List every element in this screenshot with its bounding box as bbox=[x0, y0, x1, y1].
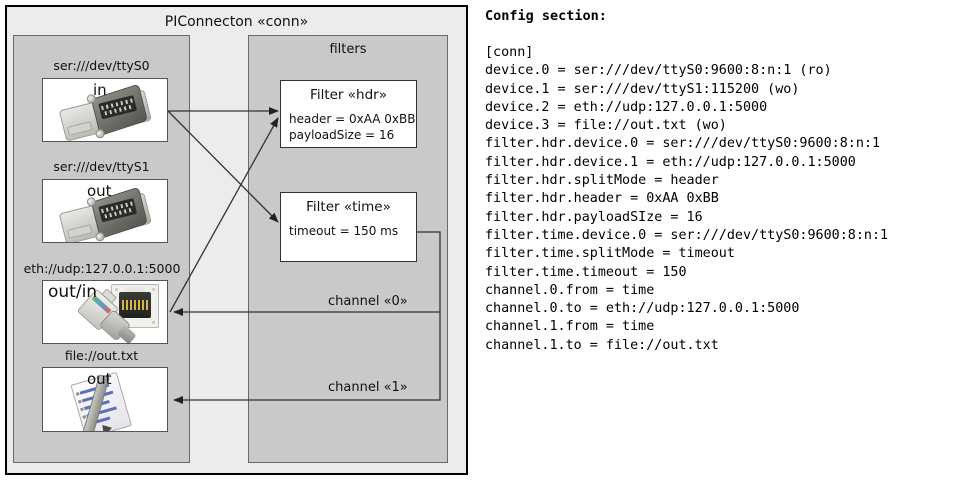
filter-box-time[interactable]: Filter «time» timeout = 150 ms bbox=[280, 192, 417, 262]
filters-panel-title: filters bbox=[329, 42, 367, 57]
filter-attr: timeout = 150 ms bbox=[289, 224, 399, 238]
channel-label-0: channel «0» bbox=[328, 294, 408, 309]
config-heading: Config section: bbox=[485, 8, 607, 24]
config-section: Config section: [conn] device.0 = ser://… bbox=[482, 0, 964, 484]
filter-title-hdr: Filter «hdr» bbox=[310, 87, 387, 103]
device-box-file[interactable]: out bbox=[42, 367, 168, 432]
config-text[interactable]: [conn] device.0 = ser:///dev/ttyS0:9600:… bbox=[485, 45, 889, 353]
device-caption-eth: eth://udp:127.0.0.1:5000 bbox=[23, 261, 181, 276]
filter-title-time: Filter «time» bbox=[306, 199, 391, 215]
filter-box-hdr[interactable]: Filter «hdr» header = 0xAA 0xBB payloadS… bbox=[280, 80, 417, 148]
device-direction-eth: out/in bbox=[48, 282, 98, 302]
device-box-ttyS1[interactable]: out bbox=[42, 179, 168, 243]
device-box-eth[interactable]: out/in bbox=[42, 280, 168, 344]
filter-attrs-time: timeout = 150 ms bbox=[289, 223, 398, 239]
device-caption-file: file://out.txt bbox=[64, 348, 139, 363]
device-caption-ttyS1: ser:///dev/ttyS1 bbox=[53, 159, 150, 174]
piconnecton-title: PIConnecton «conn» bbox=[164, 14, 309, 30]
filter-attrs-hdr: header = 0xAA 0xBB payloadSize = 16 bbox=[289, 111, 415, 143]
device-direction-ttyS0: in bbox=[93, 81, 107, 99]
ethernet-rj45-icon bbox=[111, 284, 159, 328]
serial-port-icon bbox=[57, 81, 157, 141]
channel-label-1: channel «1» bbox=[328, 380, 408, 395]
device-direction-file: out bbox=[87, 370, 112, 388]
filter-attr: header = 0xAA 0xBB bbox=[289, 112, 416, 126]
device-direction-ttyS1: out bbox=[87, 182, 112, 200]
device-caption-ttyS0: ser:///dev/ttyS0 bbox=[53, 58, 150, 73]
device-box-ttyS0[interactable]: in bbox=[42, 78, 168, 142]
filter-attr: payloadSize = 16 bbox=[289, 128, 395, 142]
